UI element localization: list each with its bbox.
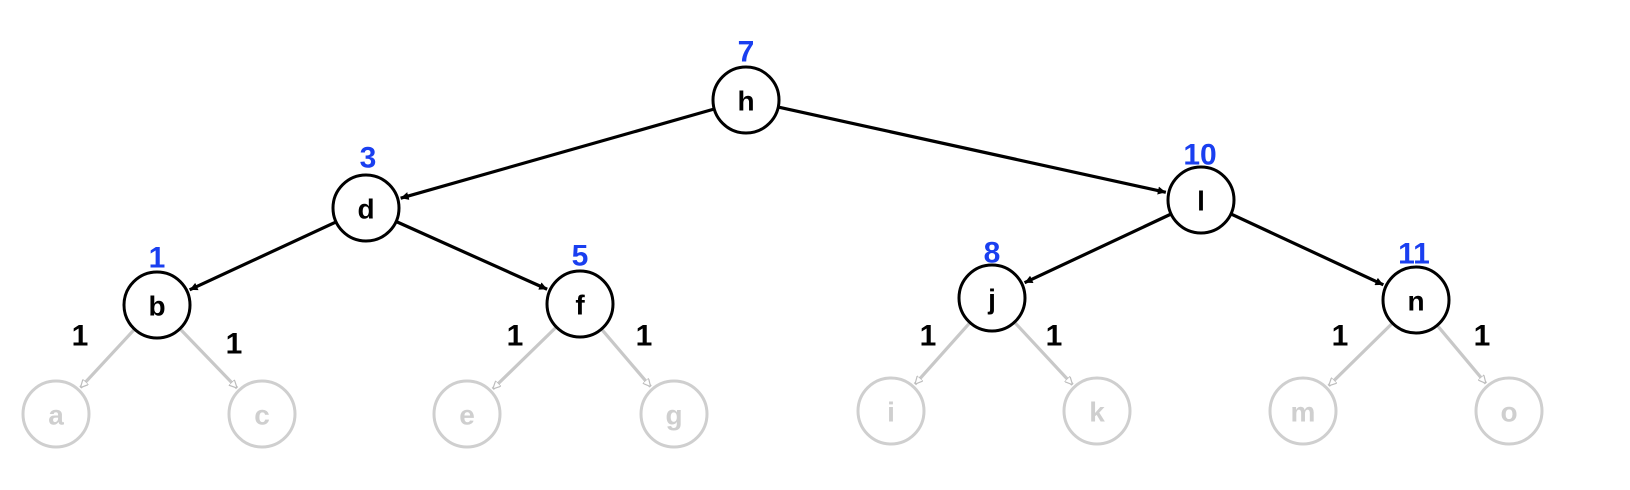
edge-weight-label: 1	[72, 320, 89, 353]
edge-f-g	[600, 328, 652, 388]
node-label: k	[1089, 397, 1105, 428]
node-circle	[1062, 376, 1132, 446]
node-label: c	[254, 400, 270, 431]
tree-node-o: o	[1474, 376, 1544, 446]
edge-j-i	[913, 321, 972, 386]
edge-weight-label: 1	[1332, 320, 1349, 353]
tree-node-h: h	[711, 65, 781, 135]
edge-j-k	[1013, 321, 1074, 386]
tree-node-a: a	[21, 379, 91, 449]
tree-node-j: j	[957, 263, 1027, 333]
node-circle	[1268, 376, 1338, 446]
node-circle	[1474, 376, 1544, 446]
edge-f-e	[491, 325, 558, 391]
node-label: n	[1407, 286, 1424, 317]
tree-node-f: f	[545, 269, 615, 339]
tree-node-b: b	[122, 270, 192, 340]
node-circle	[227, 379, 297, 449]
tree-node-k: k	[1062, 376, 1132, 446]
node-label: g	[665, 400, 682, 431]
edges-layer	[79, 105, 1488, 391]
tree-node-g: g	[639, 379, 709, 449]
node-label: a	[48, 400, 64, 431]
tree-node-d: d	[331, 173, 401, 243]
node-circle	[957, 263, 1027, 333]
tree-node-c: c	[227, 379, 297, 449]
node-circle	[1166, 165, 1236, 235]
tree-node-e: e	[432, 379, 502, 449]
edge-weight-label: 1	[1474, 320, 1491, 353]
nodes-layer: h d l b f j n a c e g i k m o	[21, 65, 1544, 449]
edge-h-d	[400, 107, 715, 200]
node-circle	[21, 379, 91, 449]
edge-h-l	[777, 105, 1167, 195]
edge-weight-label: 1	[226, 328, 243, 361]
node-label: f	[575, 290, 585, 321]
edge-n-o	[1435, 324, 1488, 383]
edge-l-n	[1230, 212, 1385, 287]
node-label: o	[1500, 397, 1517, 428]
node-circle	[545, 269, 615, 339]
edge-l-j	[1023, 212, 1172, 285]
tree-node-n: n	[1381, 265, 1451, 335]
node-number-label: 8	[984, 237, 1001, 270]
node-circle	[331, 173, 401, 243]
node-number-label: 3	[360, 142, 377, 175]
edge-weight-label: 1	[920, 320, 937, 353]
edge-weight-label: 1	[507, 320, 524, 353]
edge-b-c	[178, 327, 239, 390]
node-number-label: 11	[1398, 238, 1430, 271]
edge-d-f	[395, 220, 548, 291]
edge-d-b	[188, 220, 337, 292]
node-label: d	[357, 194, 374, 225]
edge-weight-label: 1	[1046, 320, 1063, 353]
node-number-label: 7	[738, 36, 755, 69]
node-circle	[711, 65, 781, 135]
node-circle	[1381, 265, 1451, 335]
tree-node-l: l	[1166, 165, 1236, 235]
node-label: j	[987, 284, 996, 315]
node-circle	[122, 270, 192, 340]
node-number-label: 5	[572, 240, 589, 273]
tree-node-m: m	[1268, 376, 1338, 446]
node-label: b	[148, 291, 165, 322]
node-label: h	[737, 86, 754, 117]
node-circle	[856, 376, 926, 446]
tree-node-i: i	[856, 376, 926, 446]
node-circle	[432, 379, 502, 449]
node-label: e	[459, 400, 475, 431]
node-label: l	[1197, 186, 1205, 217]
edge-b-a	[79, 328, 136, 389]
node-label: i	[887, 397, 895, 428]
edge-n-m	[1327, 321, 1394, 387]
node-label: m	[1291, 397, 1316, 428]
edge-weight-label: 1	[636, 320, 653, 353]
node-circle	[639, 379, 709, 449]
node-number-label: 10	[1183, 139, 1216, 172]
node-number-label: 1	[149, 242, 166, 275]
